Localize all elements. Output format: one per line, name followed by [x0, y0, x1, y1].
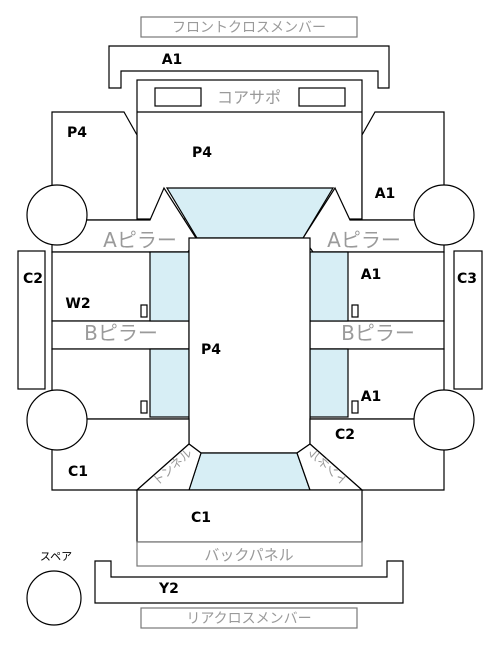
spare-tire — [26, 570, 82, 626]
front-member-panel — [108, 45, 390, 89]
rear-left-wheel — [26, 389, 88, 451]
rear-right-code: C2 — [335, 427, 355, 443]
right-door-handle-upper — [351, 304, 359, 318]
left-side-member — [17, 250, 46, 390]
rear-member-panel — [94, 560, 404, 604]
back-panel-box — [136, 541, 363, 567]
left-door-upper-code: W2 — [65, 296, 90, 312]
rear-cross-member-label: リアクロスメンバー — [186, 611, 311, 627]
core-support-left-block — [154, 87, 202, 107]
rear-left-code: C1 — [68, 464, 88, 480]
front-center-code: P4 — [192, 145, 212, 161]
right-side-member — [453, 250, 483, 390]
center-code: P4 — [201, 342, 221, 358]
rear-member-code: Y2 — [158, 581, 179, 597]
rear-cross-member-box — [140, 607, 358, 629]
front-right-code: A1 — [375, 186, 396, 202]
a-pillar-left-label: Aピラー — [103, 228, 177, 252]
rear-right-wheel — [413, 389, 475, 451]
core-support-right-block — [298, 87, 346, 107]
left-door-handle-upper — [140, 304, 148, 318]
right-window-rear — [309, 348, 349, 418]
trunk-panel — [136, 489, 363, 543]
right-side-code: C3 — [457, 271, 477, 287]
left-window-rear — [149, 348, 190, 418]
front-cross-member-box — [140, 16, 358, 38]
front-member-code: A1 — [162, 52, 183, 68]
left-window-front — [149, 251, 190, 322]
right-door-upper-code: A1 — [361, 267, 382, 283]
right-door-lower-code: A1 — [361, 389, 382, 405]
core-support-label: コアサポ — [217, 88, 281, 107]
right-window-front — [309, 251, 349, 322]
back-panel-label: バックパネル — [204, 546, 293, 564]
trunk-code: C1 — [191, 510, 211, 526]
left-side-code: C2 — [23, 271, 43, 287]
front-cross-member-label: フロントクロスメンバー — [172, 20, 326, 36]
right-door-handle-lower — [351, 400, 359, 414]
spare-label: スペア — [40, 550, 72, 563]
front-right-wheel — [413, 184, 475, 246]
front-left-code: P4 — [67, 125, 87, 141]
left-door-handle-lower — [140, 400, 148, 414]
a-pillar-right-label: Aピラー — [327, 228, 401, 252]
b-pillar-left-label: Bピラー — [84, 321, 158, 345]
front-left-wheel — [26, 184, 88, 246]
windshield — [165, 187, 335, 239]
rear-window — [188, 452, 311, 491]
b-pillar-right-label: Bピラー — [341, 321, 415, 345]
